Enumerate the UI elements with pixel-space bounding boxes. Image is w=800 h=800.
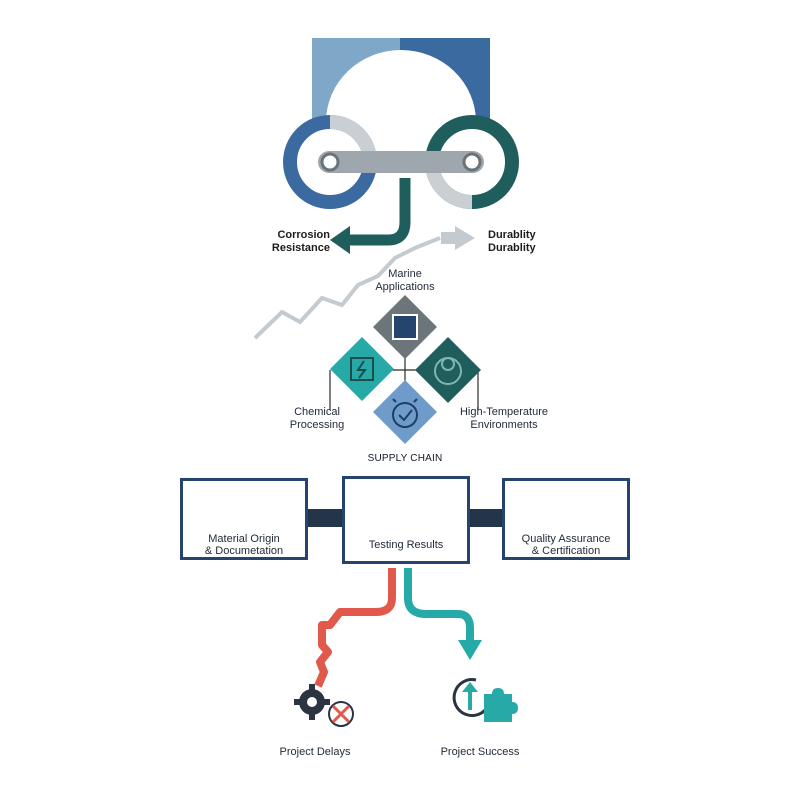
- diamond-clock: [373, 380, 437, 444]
- success-arrow: [404, 568, 482, 660]
- arrow-left-curve: [330, 178, 411, 254]
- link-pin-left: [320, 152, 340, 172]
- square-icon: [392, 314, 418, 340]
- box-quality-assurance: Quality Assurance & Certification: [502, 478, 630, 560]
- box-material-origin-label: Material Origin & Documetation: [204, 533, 284, 557]
- marine-applications-label: Marine Applications: [375, 268, 435, 293]
- gears-cross-icon: [294, 684, 354, 727]
- upload-puzzle-icon: [452, 678, 518, 722]
- box-quality-assurance-label: Quality Assurance & Certification: [521, 533, 611, 557]
- chemical-processing-label: Chemical Processing: [289, 406, 345, 431]
- trend-arrow-head: [455, 226, 475, 250]
- supply-chain-title: SUPPLY CHAIN: [367, 453, 443, 464]
- project-delays-label: Project Delays: [279, 746, 351, 758]
- project-success-label: Project Success: [440, 746, 520, 758]
- trend-line: [253, 226, 475, 340]
- diamond-marine: [373, 295, 437, 359]
- box-testing-results: Testing Results: [342, 476, 470, 564]
- connector-left: [308, 509, 344, 527]
- lightning-box-icon: [350, 357, 374, 381]
- diamond-high-temp: [415, 337, 481, 403]
- corrosion-resistance-label: Corrosion Resistance: [271, 229, 330, 254]
- arrow-left-head: [330, 226, 350, 254]
- clock-check-icon: [392, 402, 418, 428]
- success-arrow-head: [458, 640, 482, 660]
- box-testing-results-label: Testing Results: [368, 539, 444, 551]
- top-block: [312, 38, 490, 194]
- diamond-chemical: [330, 337, 394, 401]
- connector-right: [468, 509, 504, 527]
- failure-arrow: [314, 568, 396, 688]
- durability-label: Durablity Durablity: [488, 229, 536, 254]
- chain-link: [283, 115, 519, 209]
- link-pin-right: [462, 152, 482, 172]
- link-bar: [318, 151, 484, 173]
- box-material-origin: Material Origin & Documetation: [180, 478, 308, 560]
- high-temperature-label: High-Temperature Environments: [459, 406, 549, 431]
